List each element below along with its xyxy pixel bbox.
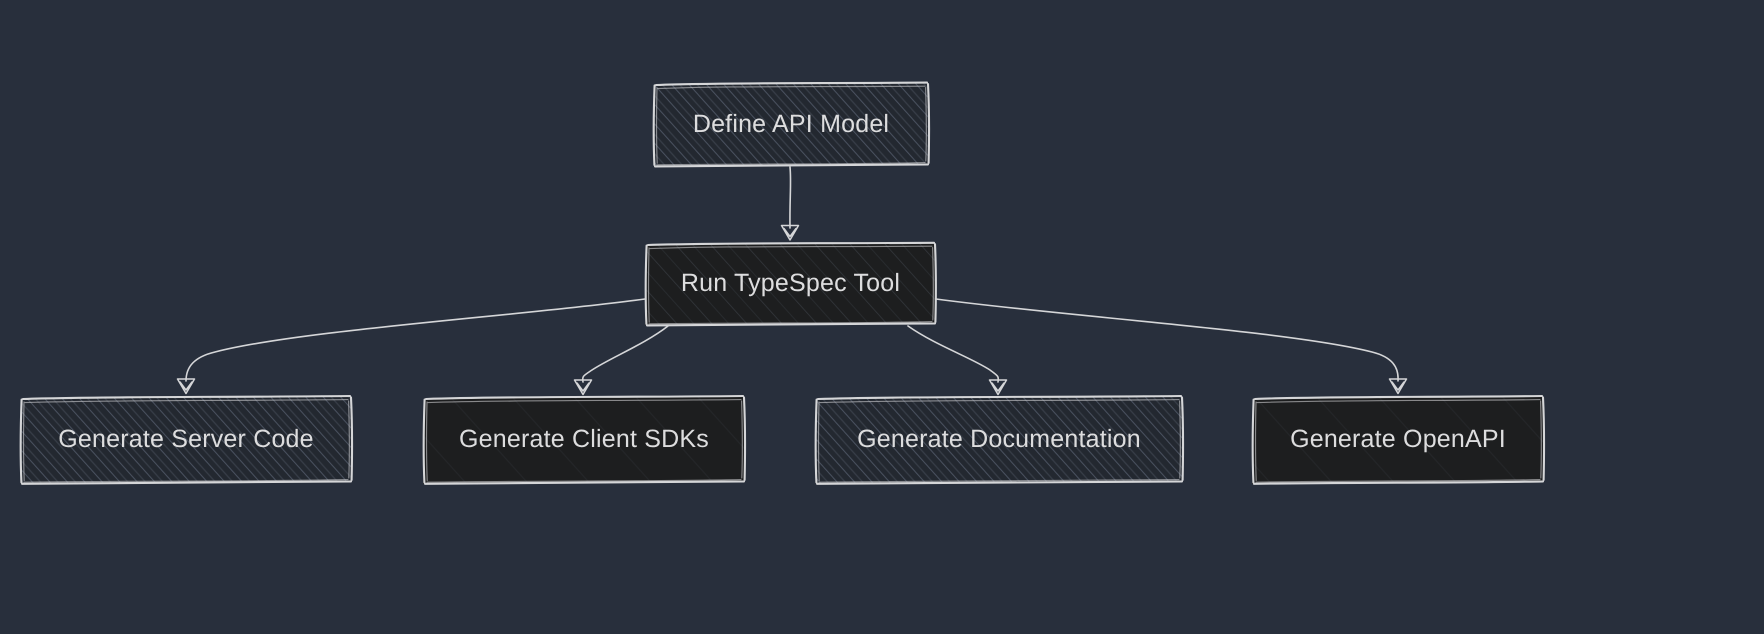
- edge-line: [935, 298, 1399, 382]
- node-hatch: [645, 242, 936, 325]
- node-border-stroke-1: [644, 241, 937, 327]
- node-border-stroke-2: [1254, 399, 1542, 483]
- node-generate-server-code[interactable]: [19, 394, 354, 485]
- node-generate-client-sdks[interactable]: [422, 394, 747, 485]
- node-generate-documentation[interactable]: [814, 394, 1185, 485]
- node-border-stroke-1: [19, 394, 354, 485]
- node-hatch: [20, 395, 352, 484]
- node-border-stroke-2: [425, 399, 743, 483]
- arrowhead-open-triangle: [176, 378, 196, 395]
- edge-run-to-sdks: [573, 325, 669, 396]
- node-border-stroke-2: [647, 245, 934, 325]
- arrowhead-open-triangle: [780, 224, 800, 241]
- arrowhead-open-triangle: [988, 379, 1008, 396]
- edge-line: [789, 166, 792, 229]
- node-hatch: [815, 395, 1183, 484]
- edge-run-to-server: [176, 298, 646, 395]
- node-define-api-model[interactable]: [652, 81, 931, 168]
- arrowhead-open-triangle: [573, 379, 593, 396]
- node-border-stroke-2: [817, 399, 1181, 483]
- node-border-stroke-1: [1251, 394, 1546, 485]
- edge-run-to-docs: [907, 325, 1008, 396]
- node-border-stroke-2: [22, 399, 350, 483]
- node-hatch: [654, 82, 929, 166]
- node-hatch: [423, 395, 745, 484]
- edge-line: [907, 325, 1000, 383]
- node-border-stroke-1: [652, 81, 931, 168]
- node-border-stroke-2: [655, 85, 927, 166]
- node-generate-openapi[interactable]: [1251, 394, 1546, 485]
- edge-run-to-openapi: [935, 298, 1408, 395]
- edge-define-to-run: [780, 166, 800, 241]
- node-hatch: [1252, 395, 1544, 484]
- node-border-stroke-1: [422, 394, 747, 485]
- node-run-typespec-tool[interactable]: [644, 241, 937, 327]
- edge-line: [581, 325, 669, 383]
- edge-line: [185, 298, 646, 382]
- node-border-stroke-1: [814, 394, 1185, 485]
- arrowhead-open-triangle: [1388, 378, 1408, 395]
